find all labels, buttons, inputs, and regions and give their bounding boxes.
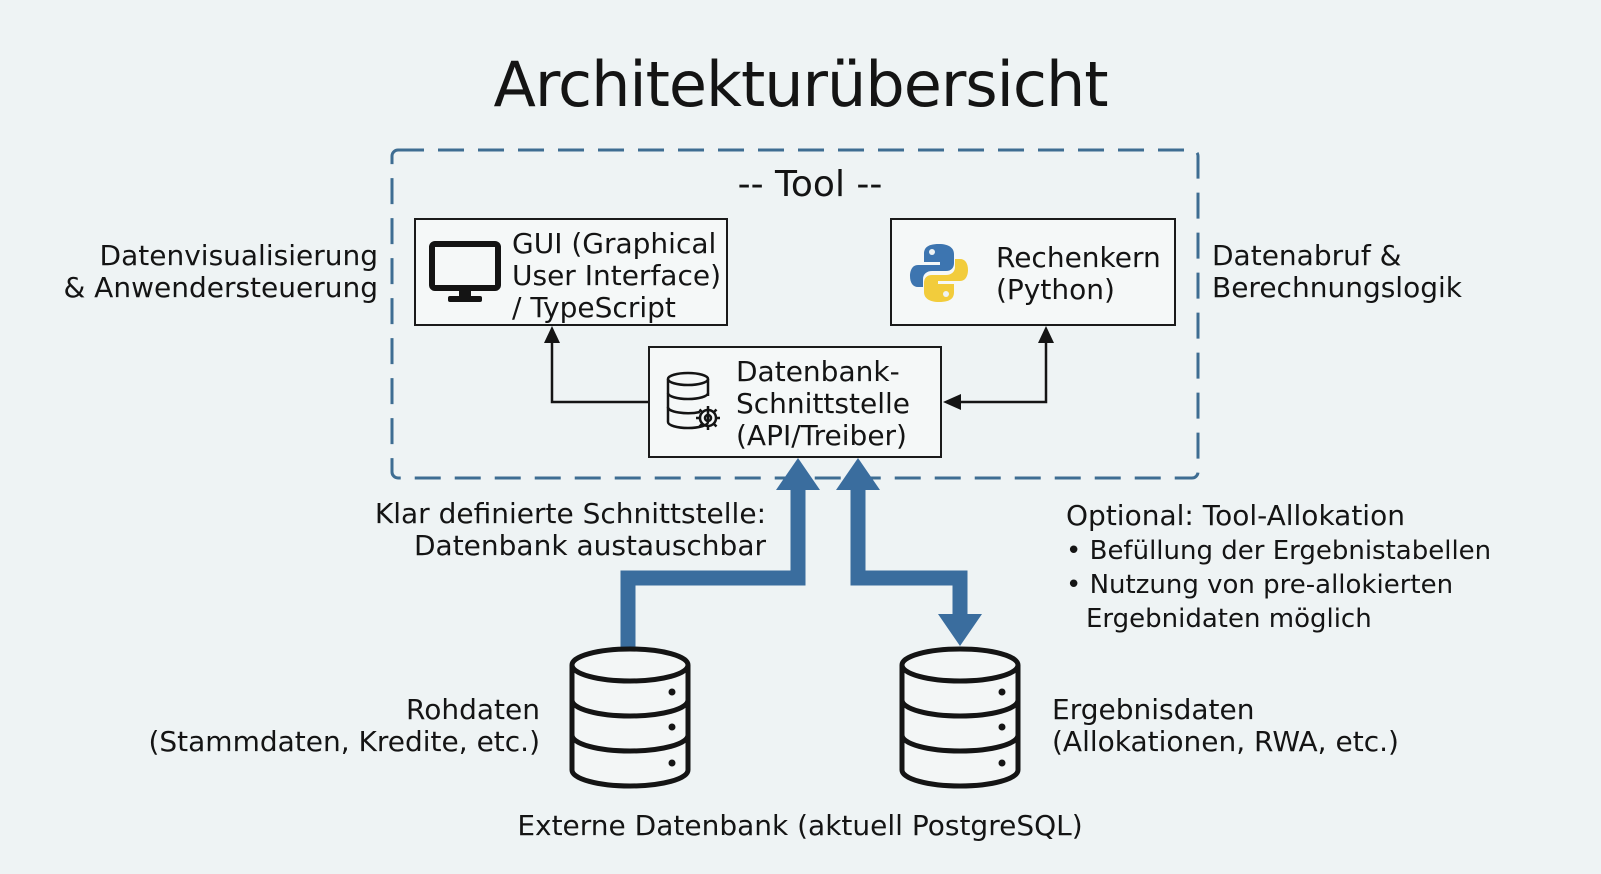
- flow-arrow-raw: [620, 486, 806, 648]
- connector-db-to-gui: [550, 340, 648, 404]
- db-interface-box: Datenbank- Schnittstelle (API/Treiber): [648, 346, 942, 458]
- left-annotation: Datenvisualisierung & Anwendersteuerung: [20, 240, 378, 304]
- arrowhead-gui: [544, 326, 560, 343]
- flow-arrow-result: [850, 486, 968, 618]
- external-db-label: Externe Datenbank (aktuell PostgreSQL): [517, 809, 1083, 842]
- tool-label: -- Tool --: [737, 164, 883, 205]
- optional-note-heading: Optional: Tool-Allokation: [1066, 499, 1405, 532]
- flow-arrowhead-raw: [776, 458, 820, 490]
- connector-rechenkern-to-db: [960, 340, 1048, 404]
- result-db-label-line-1: Ergebnisdaten: [1052, 693, 1255, 726]
- db-interface-line-3: (API/Treiber): [736, 419, 907, 452]
- gui-box: GUI (Graphical User Interface) / TypeScr…: [414, 218, 728, 326]
- rechenkern-line-1: Rechenkern: [996, 241, 1161, 274]
- flow-arrowhead-result-up: [836, 458, 880, 490]
- result-db-label-line-2: (Allokationen, RWA, etc.): [1052, 725, 1399, 758]
- interface-note: Klar definierte Schnittstelle: Datenbank…: [290, 498, 766, 562]
- raw-db-label-line-2: (Stammdaten, Kredite, etc.): [148, 725, 540, 758]
- right-annotation: Datenabruf & Berechnungslogik: [1212, 240, 1582, 304]
- db-interface-line-1: Datenbank-: [736, 355, 900, 388]
- interface-note-line-1: Klar definierte Schnittstelle:: [374, 497, 766, 530]
- optional-note-bullet-2: • Nutzung von pre-allokierten: [1066, 570, 1454, 600]
- left-annotation-line-1: Datenvisualisierung: [99, 239, 378, 272]
- right-annotation-line-1: Datenabruf &: [1212, 239, 1402, 272]
- interface-note-line-2: Datenbank austauschbar: [413, 529, 766, 562]
- raw-database-icon: [569, 646, 691, 789]
- result-db-label: Ergebnisdaten (Allokationen, RWA, etc.): [1052, 694, 1472, 758]
- result-database-icon: [899, 646, 1021, 789]
- db-interface-label: Datenbank- Schnittstelle (API/Treiber): [736, 356, 940, 452]
- arrowhead-db-interface: [943, 394, 961, 410]
- optional-note-bullet-1: • Befüllung der Ergebnistabellen: [1066, 536, 1492, 566]
- right-annotation-line-2: Berechnungslogik: [1212, 271, 1462, 304]
- raw-db-label-line-1: Rohdaten: [406, 693, 540, 726]
- optional-note-bullet-2-cont: Ergebnidaten möglich: [1086, 604, 1372, 634]
- optional-note: Optional: Tool-Allokation • Befüllung de…: [1066, 500, 1586, 636]
- raw-db-label: Rohdaten (Stammdaten, Kredite, etc.): [120, 694, 540, 758]
- rechenkern-box: Rechenkern (Python): [890, 218, 1176, 326]
- diagram-title: Architekturübersicht: [493, 48, 1108, 121]
- db-interface-line-2: Schnittstelle: [736, 387, 910, 420]
- left-annotation-line-2: & Anwendersteuerung: [63, 271, 378, 304]
- monitor-icon: [429, 241, 501, 302]
- gui-line-3: / TypeScript: [512, 291, 676, 324]
- gui-line-1: GUI (Graphical: [512, 227, 717, 260]
- rechenkern-label: Rechenkern (Python): [996, 242, 1172, 306]
- rechenkern-line-2: (Python): [996, 273, 1115, 306]
- arrowhead-rechenkern: [1038, 326, 1054, 343]
- flow-arrowhead-result-down: [938, 614, 982, 646]
- python-logo-icon: [910, 244, 968, 302]
- gui-line-2: User Interface): [512, 259, 722, 292]
- database-gear-icon: [666, 371, 720, 430]
- gui-box-label: GUI (Graphical User Interface) / TypeScr…: [512, 228, 724, 324]
